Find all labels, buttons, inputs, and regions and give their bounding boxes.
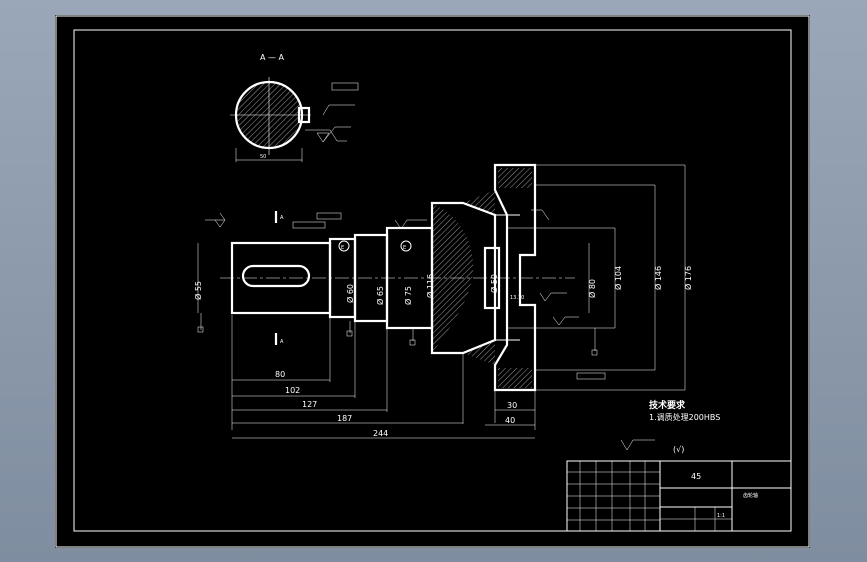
drawing-sheet: A — A 50 A A	[55, 15, 810, 548]
dia-65: Ø 65	[375, 286, 385, 305]
title-block: 45 齿轮轴 1:1	[566, 460, 792, 532]
keyway	[241, 264, 311, 288]
datum-e-2: E	[403, 245, 406, 251]
len-30: 30	[507, 401, 517, 410]
tech-req-item: 1.调质处理200HBS	[649, 412, 720, 422]
dia-80: Ø 80	[587, 279, 597, 298]
dia-50: Ø 50	[489, 274, 499, 293]
section-dim-50: 50	[260, 154, 266, 160]
len-244: 244	[373, 429, 388, 438]
dia-146: Ø 146	[653, 266, 663, 290]
section-view-a-a: A — A 50	[230, 53, 359, 162]
len-187: 187	[337, 414, 352, 423]
dia-116: Ø 116	[425, 274, 435, 298]
hub-hatch	[433, 204, 474, 352]
drawing-canvas: A — A 50 A A	[55, 15, 810, 548]
outer-frame	[55, 15, 810, 548]
dim-13-10: 13.10	[510, 295, 524, 301]
material-label: 45	[691, 472, 701, 481]
section-marker-bottom: A	[280, 339, 284, 345]
dia-60: Ø 60	[345, 284, 355, 303]
scale-label: 1:1	[717, 513, 725, 519]
inner-frame	[73, 29, 792, 532]
len-80: 80	[275, 370, 285, 379]
center-bore	[483, 246, 501, 310]
dia-176: Ø 176	[683, 266, 693, 290]
len-127: 127	[302, 400, 317, 409]
datum-e-1: E	[341, 245, 344, 251]
dia-75: Ø 75	[403, 286, 413, 305]
gear-teeth-outline	[493, 163, 537, 392]
section-label: A — A	[260, 53, 285, 62]
section-marker-top: A	[280, 215, 284, 221]
technical-requirements: 技术要求 1.调质处理200HBS (√)	[620, 399, 720, 454]
len-40: 40	[505, 416, 515, 425]
shaft-main-view: A A E E Ø 55 Ø 60 Ø 65 Ø 75 Ø 116 Ø 50 Ø…	[193, 163, 693, 439]
len-102: 102	[285, 386, 300, 395]
dia-104: Ø 104	[613, 266, 623, 290]
general-roughness: (√)	[673, 445, 684, 454]
tech-req-title: 技术要求	[649, 399, 686, 411]
part-name-label: 齿轮轴	[743, 492, 758, 499]
